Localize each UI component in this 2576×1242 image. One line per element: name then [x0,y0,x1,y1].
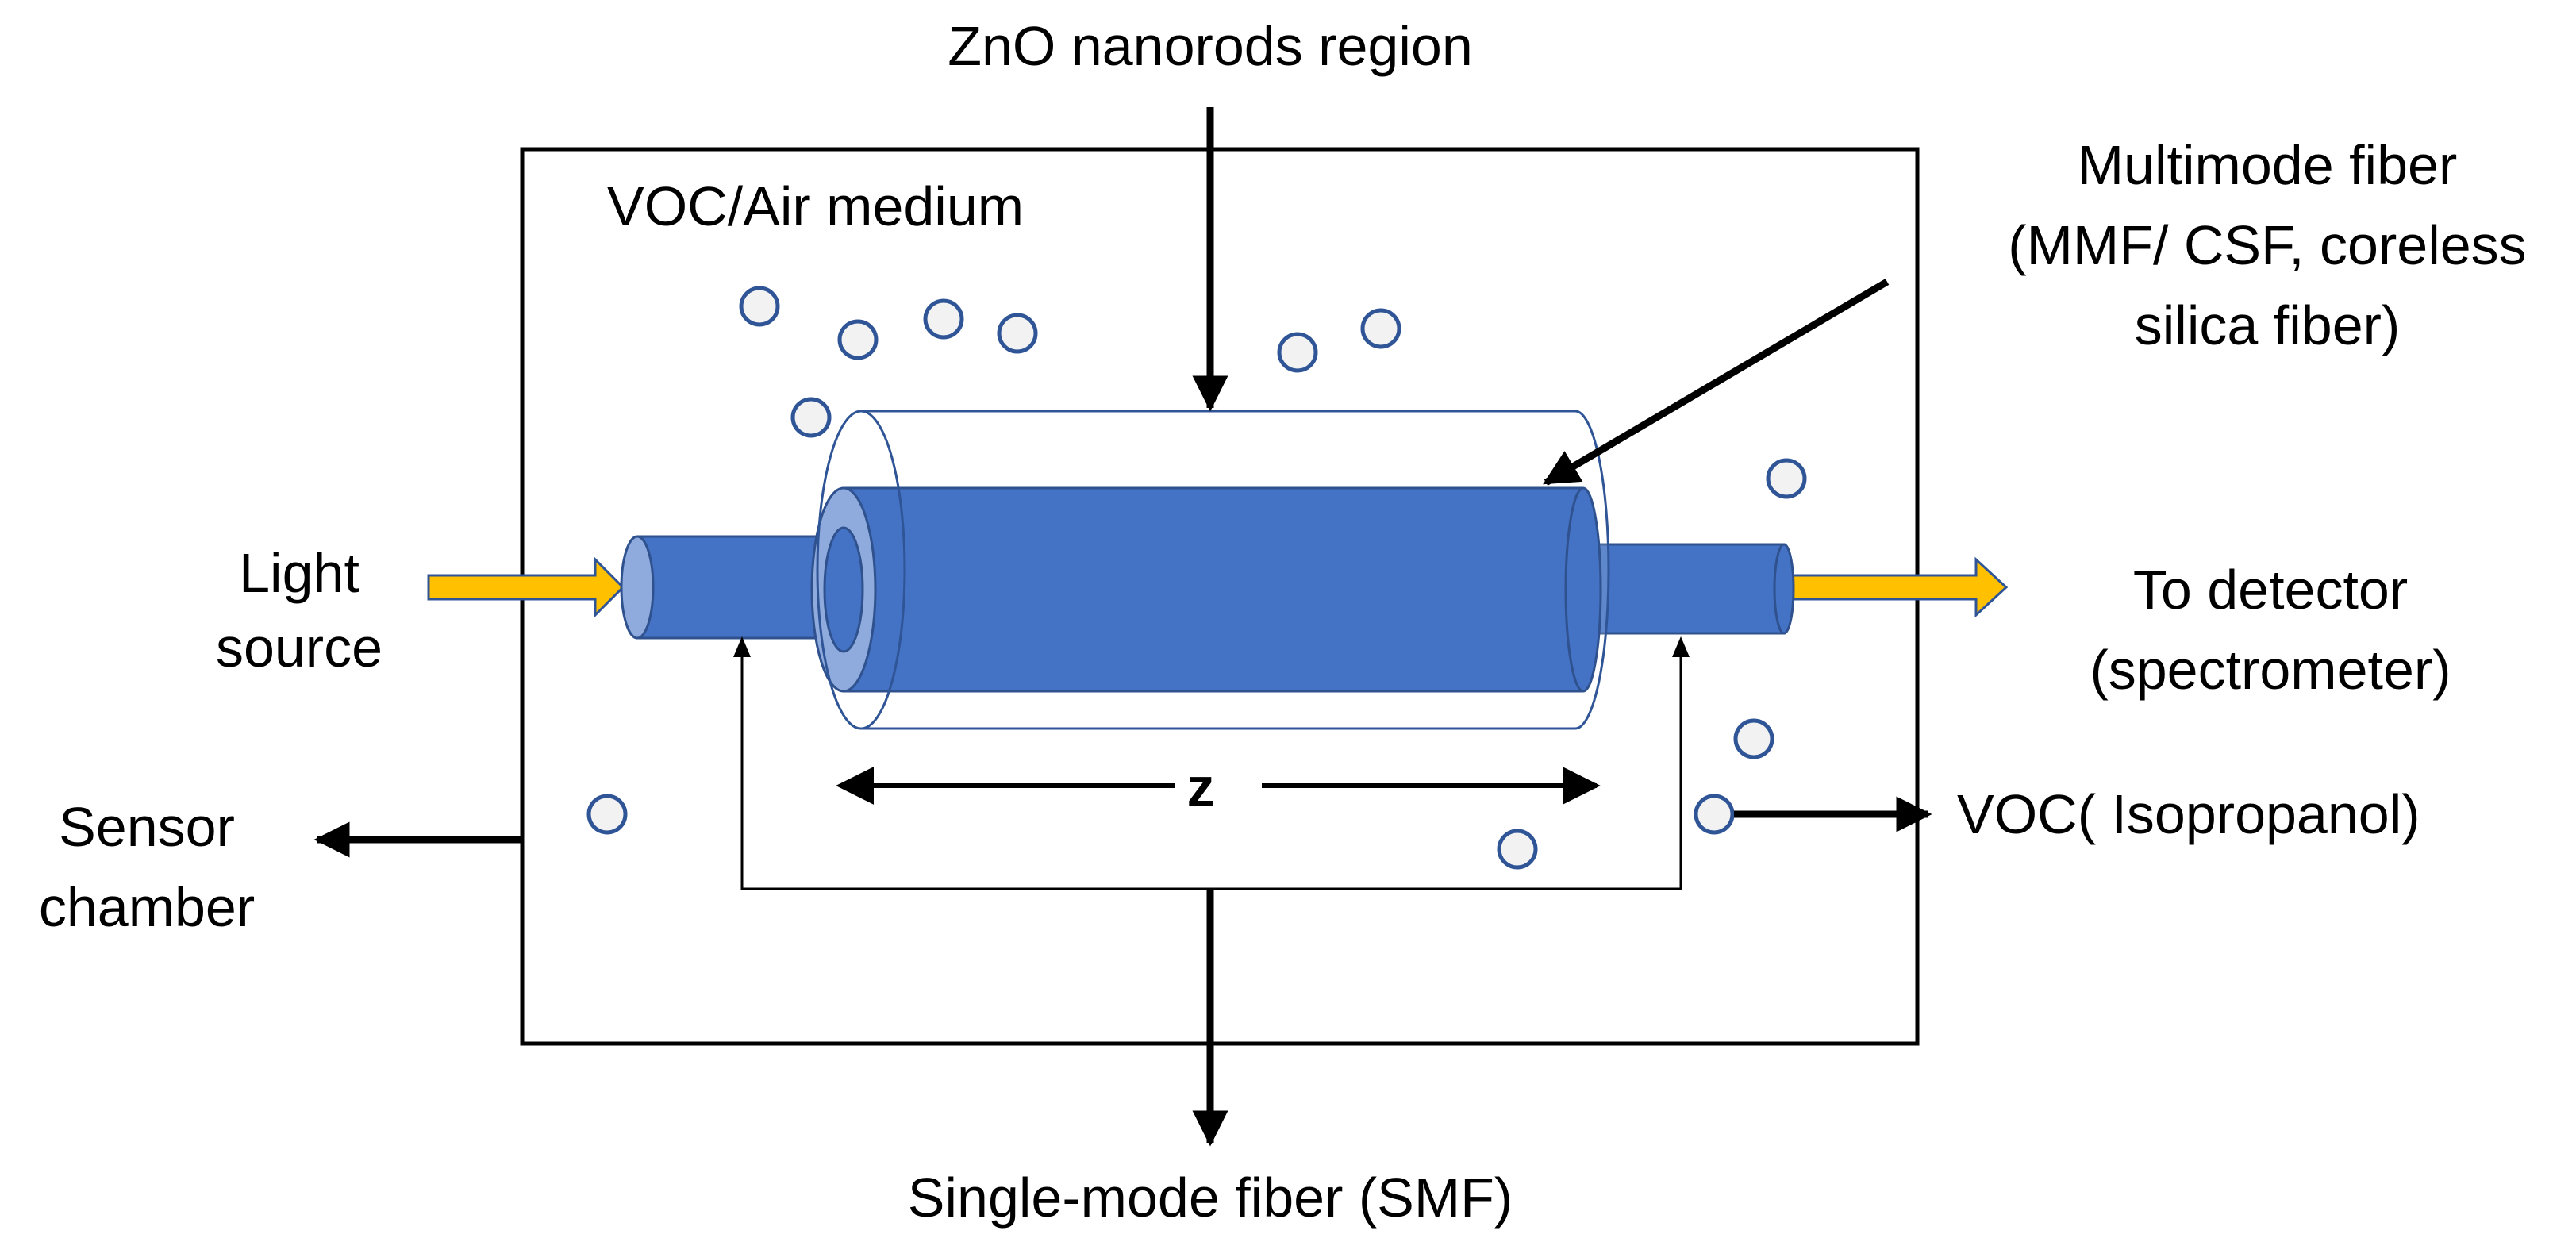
length-z-label: z [1187,756,1215,818]
voc-molecule [997,313,1038,354]
voc-molecule [1733,718,1774,759]
voc-molecule [739,286,780,327]
voc-molecule [790,397,832,438]
voc-molecule [1360,308,1401,349]
light-source-label-line2: source [216,617,383,679]
voc-molecule [1277,332,1318,373]
smf-label: Single-mode fiber (SMF) [908,1167,1513,1229]
voc-molecule [586,794,628,835]
sensor-chamber-label-line1: Sensor [59,796,235,858]
left-smf-fiber [620,535,845,640]
detector-label-line2: (spectrometer) [2090,639,2451,701]
light-output-arrow [1782,556,2009,618]
zno-region-label: ZnO nanorods region [948,15,1473,77]
voc-air-medium-label: VOC/Air medium [607,175,1024,237]
voc-molecule [837,319,879,360]
light-source-label-line1: Light [239,542,359,604]
mmf-label-line2: (MMF/ CSF, coreless [2008,214,2526,276]
light-input-arrow [427,556,625,618]
detector-label-line1: To detector [2133,559,2408,621]
voc-isopropanol-label: VOC( Isopropanol) [1957,783,2420,845]
voc-molecule [923,298,964,340]
right-smf-fiber [1582,543,1795,635]
voc-molecules [586,286,1807,870]
voc-molecule [1694,794,1735,835]
mmf-arrow [1543,279,1890,486]
smf-bracket-left-head [733,636,751,657]
zno-coating-front-end [816,410,906,730]
sensor-chamber-label-line2: chamber [39,876,255,938]
mmf-label-line1: Multimode fiber [2078,134,2458,196]
voc-molecule [1497,829,1538,870]
smf-bracket-right-head [1672,636,1690,657]
multimode-fiber-cylinder [810,486,1602,693]
mmf-label-line3: silica fiber) [2135,294,2401,356]
voc-molecule [1766,458,1807,499]
